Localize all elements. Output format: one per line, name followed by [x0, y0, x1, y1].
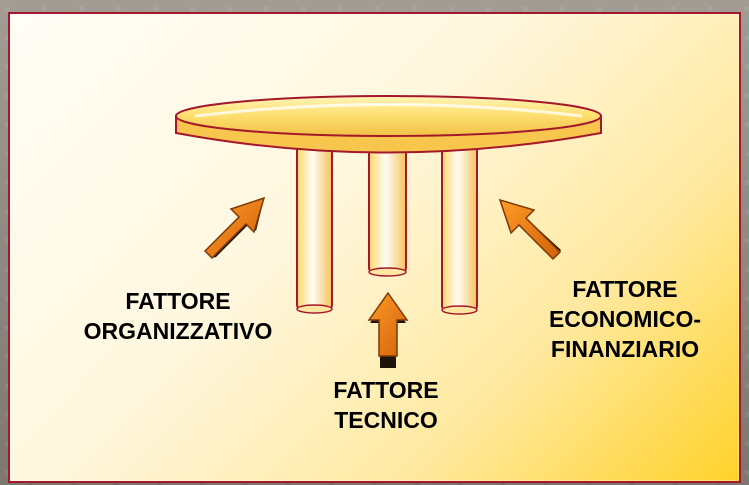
center-arrow-icon: [367, 291, 409, 357]
economic-label-line-2: ECONOMICO-: [548, 306, 702, 332]
center-force-arrow: [367, 291, 409, 368]
technical-factor-label: FATTORE TECNICO: [319, 375, 453, 435]
stool-seat-highlight: [194, 103, 583, 118]
center-stool-leg: [368, 144, 407, 273]
organizational-label-line-2: ORGANIZZATIVO: [83, 318, 273, 344]
organizational-label-line-1: FATTORE: [125, 288, 231, 314]
organizational-factor-label: FATTORE ORGANIZZATIVO: [80, 286, 276, 346]
technical-label-line-2: TECNICO: [334, 407, 438, 433]
right-arrow-icon: [498, 198, 562, 261]
left-stool-leg: [296, 144, 333, 310]
economic-label-line-3: FINANZIARIO: [550, 336, 700, 362]
economic-factor-label: FATTORE ECONOMICO- FINANZIARIO: [521, 274, 729, 364]
left-leg-foot: [296, 304, 333, 314]
stool-seat-top: [175, 95, 602, 137]
center-leg-foot: [368, 267, 407, 277]
left-force-arrow: [203, 196, 266, 260]
right-stool-leg: [441, 144, 478, 311]
stool-legs: [296, 144, 478, 315]
right-force-arrow: [498, 198, 562, 261]
economic-label-line-1: FATTORE: [572, 276, 678, 302]
left-arrow-icon: [203, 196, 266, 260]
technical-label-line-1: FATTORE: [333, 377, 439, 403]
stool-seat: [175, 95, 602, 154]
right-leg-foot: [441, 305, 478, 315]
